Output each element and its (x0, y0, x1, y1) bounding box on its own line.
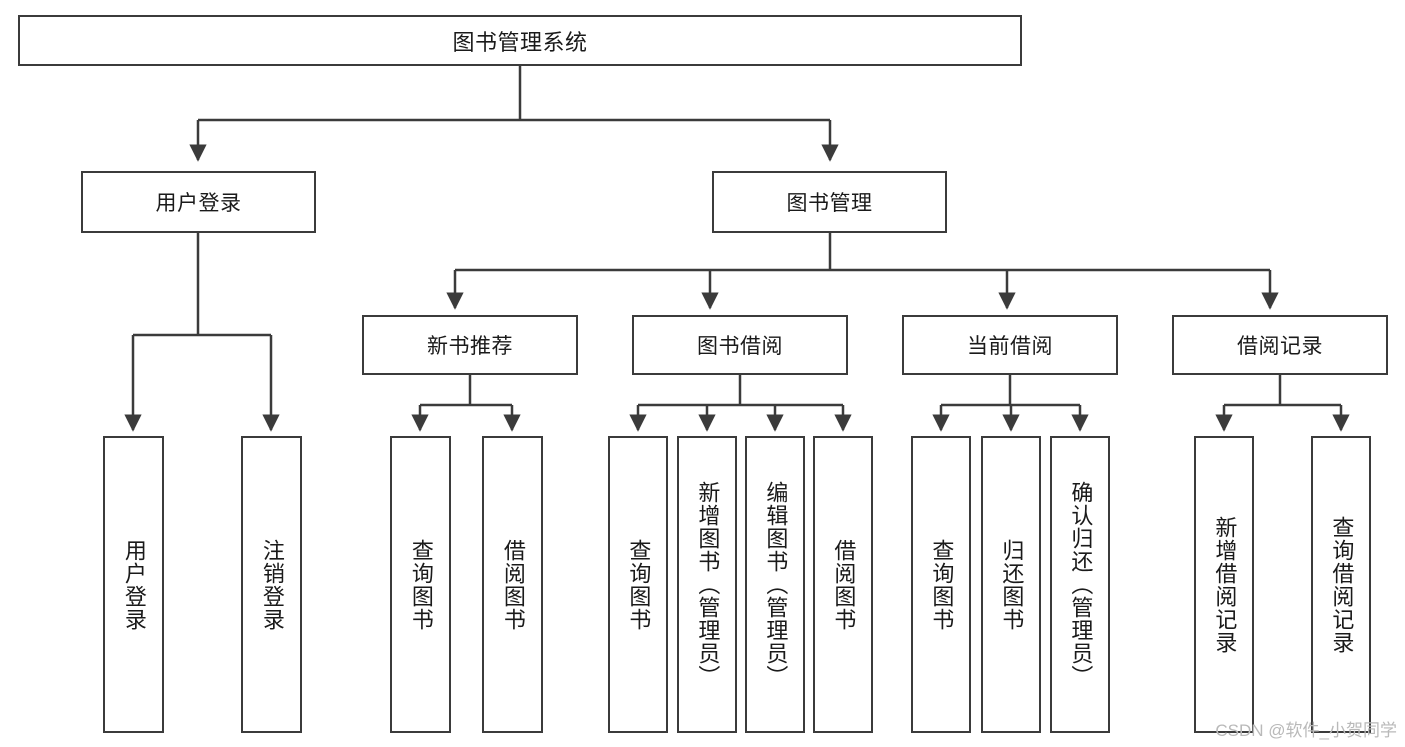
node-leaf-add-book[interactable]: 新增图书（管理员） (677, 436, 737, 733)
node-book-borrow[interactable]: 图书借阅 (632, 315, 848, 375)
node-leaf-query-book-3-label: 查询图书 (929, 538, 955, 631)
node-leaf-query-book-3[interactable]: 查询图书 (911, 436, 971, 733)
node-leaf-borrow-book-2-label: 借阅图书 (831, 538, 857, 631)
node-current-borrow[interactable]: 当前借阅 (902, 315, 1118, 375)
node-leaf-add-book-label: 新增图书（管理员） (695, 481, 721, 688)
node-leaf-borrow-book-2[interactable]: 借阅图书 (813, 436, 873, 733)
node-leaf-query-borrow-record[interactable]: 查询借阅记录 (1311, 436, 1371, 733)
node-borrow-record-label: 借阅记录 (1237, 335, 1323, 358)
node-leaf-edit-book-label: 编辑图书（管理员） (763, 481, 789, 688)
node-leaf-borrow-book-1-label: 借阅图书 (500, 538, 526, 631)
node-user-login[interactable]: 用户登录 (81, 171, 316, 233)
node-root-label: 图书管理系统 (452, 29, 588, 55)
node-root[interactable]: 图书管理系统 (18, 15, 1022, 66)
node-leaf-query-borrow-record-label: 查询借阅记录 (1329, 515, 1355, 654)
node-leaf-logout-login[interactable]: 注销登录 (241, 436, 302, 733)
node-leaf-query-book-1[interactable]: 查询图书 (390, 436, 451, 733)
node-leaf-confirm-return-label: 确认归还（管理员） (1068, 481, 1094, 688)
node-new-book-recommend-label: 新书推荐 (427, 335, 513, 358)
node-book-management-label: 图书管理 (786, 192, 873, 215)
node-leaf-query-book-1-label: 查询图书 (408, 538, 434, 631)
node-borrow-record[interactable]: 借阅记录 (1172, 315, 1388, 375)
node-leaf-query-book-2[interactable]: 查询图书 (608, 436, 668, 733)
node-leaf-confirm-return[interactable]: 确认归还（管理员） (1050, 436, 1110, 733)
node-leaf-edit-book[interactable]: 编辑图书（管理员） (745, 436, 805, 733)
node-leaf-return-book[interactable]: 归还图书 (981, 436, 1041, 733)
node-new-book-recommend[interactable]: 新书推荐 (362, 315, 578, 375)
watermark-text: CSDN @软件_小贺同学 (1215, 721, 1397, 740)
node-book-borrow-label: 图书借阅 (697, 335, 783, 358)
node-user-login-label: 用户登录 (155, 192, 242, 215)
node-leaf-query-book-2-label: 查询图书 (626, 538, 652, 631)
node-leaf-add-borrow-record[interactable]: 新增借阅记录 (1194, 436, 1254, 733)
node-leaf-user-login[interactable]: 用户登录 (103, 436, 164, 733)
node-leaf-add-borrow-record-label: 新增借阅记录 (1212, 515, 1238, 654)
node-book-management[interactable]: 图书管理 (712, 171, 947, 233)
node-current-borrow-label: 当前借阅 (967, 335, 1053, 358)
node-leaf-borrow-book-1[interactable]: 借阅图书 (482, 436, 543, 733)
node-leaf-logout-login-label: 注销登录 (259, 538, 285, 631)
node-leaf-return-book-label: 归还图书 (999, 538, 1025, 631)
node-leaf-user-login-label: 用户登录 (121, 538, 147, 631)
